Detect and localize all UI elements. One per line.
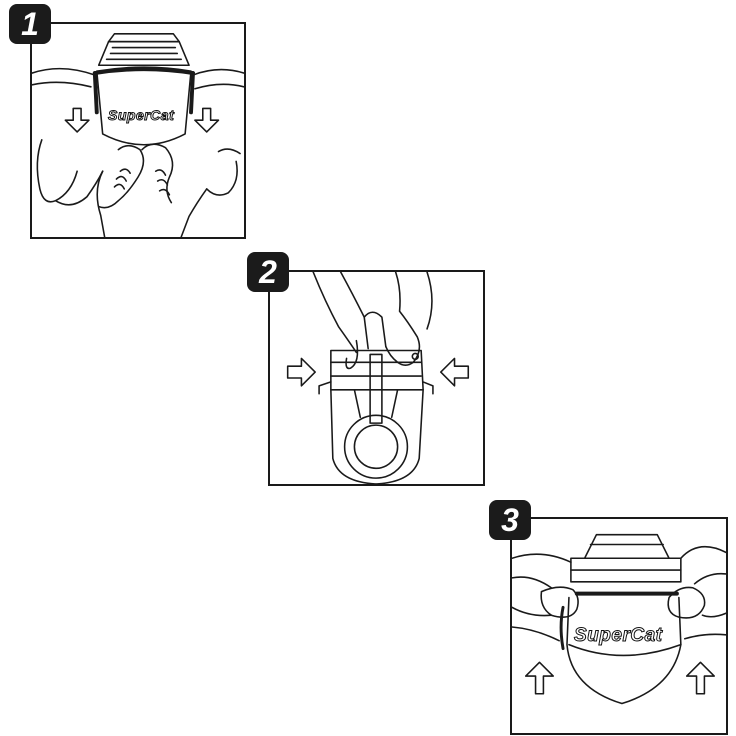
brand-logo: SuperCat xyxy=(108,107,174,123)
step-2-badge: 2 xyxy=(247,252,289,292)
right-arrow-icon xyxy=(288,358,315,385)
up-arrow-icon xyxy=(526,662,553,693)
collar-icon xyxy=(561,535,681,704)
left-arrow-icon xyxy=(441,358,468,385)
step-1-panel: SuperCat xyxy=(30,22,246,239)
step-3-panel: SuperCat xyxy=(510,517,728,735)
hand-icon xyxy=(32,69,143,237)
step-1-badge: 1 xyxy=(9,4,51,44)
collar-icon xyxy=(95,34,193,145)
down-arrow-icon xyxy=(195,108,219,132)
step-2-panel xyxy=(268,270,485,486)
down-arrow-icon xyxy=(65,108,89,132)
step-2-illustration xyxy=(270,272,483,484)
step-1-illustration xyxy=(32,24,244,237)
step-3-badge: 3 xyxy=(489,500,531,540)
up-arrow-icon xyxy=(687,662,714,693)
brand-logo: SuperCat xyxy=(574,625,662,647)
collar-icon xyxy=(319,351,433,484)
